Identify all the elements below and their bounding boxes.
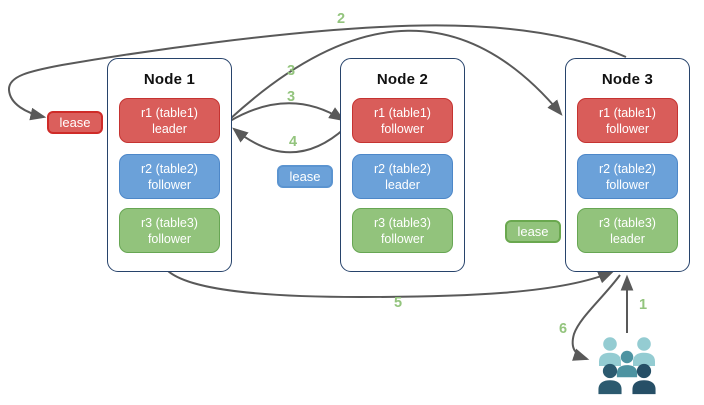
arrow-5-node1-to-r3-leader (167, 270, 615, 299)
lease-badge-r2: lease (277, 165, 333, 188)
replica-name: r1 (table1) (141, 105, 198, 120)
replica-name: r3 (table3) (374, 215, 431, 230)
step-label-3a: 3 (286, 63, 296, 79)
lease-badge-r3: lease (505, 220, 561, 243)
step-label-3b: 3 (286, 89, 296, 105)
replica-name: r1 (table1) (599, 105, 656, 120)
node3-r3-replica: r3 (table3) leader (577, 208, 678, 253)
node3-r1-replica: r1 (table1) follower (577, 98, 678, 143)
node1-r1-replica: r1 (table1) leader (119, 98, 220, 143)
step-label-2: 2 (336, 11, 346, 27)
node-3-box: Node 3 r1 (table1) follower r2 (table2) … (565, 58, 690, 272)
step-label-6: 6 (558, 321, 568, 337)
replica-role: leader (152, 121, 187, 136)
node2-r2-replica: r2 (table2) leader (352, 154, 453, 199)
replica-role: follower (605, 177, 650, 192)
lease-badge-r1: lease (47, 111, 103, 134)
node3-r2-replica: r2 (table2) follower (577, 154, 678, 199)
users-icon (598, 337, 656, 395)
node1-r2-replica: r2 (table2) follower (119, 154, 220, 199)
lease-label: lease (59, 115, 91, 130)
lease-label: lease (289, 169, 321, 184)
replica-role: leader (610, 231, 645, 246)
replica-name: r2 (table2) (374, 161, 431, 176)
arrow-6-r3-leader-to-users (571, 274, 621, 361)
node-2-title: Node 2 (376, 71, 429, 88)
node-1-box: Node 1 r1 (table1) leader r2 (table2) fo… (107, 58, 232, 272)
replica-name: r3 (table3) (599, 215, 656, 230)
node1-r3-replica: r3 (table3) follower (119, 208, 220, 253)
node-2-box: Node 2 r1 (table1) follower r2 (table2) … (340, 58, 465, 272)
arrow-3-leader-to-node3-follower (229, 29, 563, 120)
arrow-4-node2-follower-to-leader (232, 127, 346, 154)
node2-r1-replica: r1 (table1) follower (352, 98, 453, 143)
replica-name: r3 (table3) (141, 215, 198, 230)
replica-role: follower (380, 121, 425, 136)
lease-label: lease (517, 224, 549, 239)
replica-name: r1 (table1) (374, 105, 431, 120)
replica-name: r2 (table2) (141, 161, 198, 176)
replica-role: follower (380, 231, 425, 246)
replica-name: r2 (table2) (599, 161, 656, 176)
arrow-3-leader-to-node2-follower (229, 102, 346, 122)
replica-role: follower (147, 177, 192, 192)
arrow-2-node3-to-lease1 (7, 24, 627, 121)
replica-role: leader (385, 177, 420, 192)
step-label-1: 1 (638, 297, 648, 313)
node-1-title: Node 1 (143, 71, 196, 88)
step-label-5: 5 (393, 295, 403, 311)
node-3-title: Node 3 (601, 71, 654, 88)
replica-role: follower (605, 121, 650, 136)
step-label-4: 4 (288, 134, 298, 150)
node2-r3-replica: r3 (table3) follower (352, 208, 453, 253)
replica-role: follower (147, 231, 192, 246)
